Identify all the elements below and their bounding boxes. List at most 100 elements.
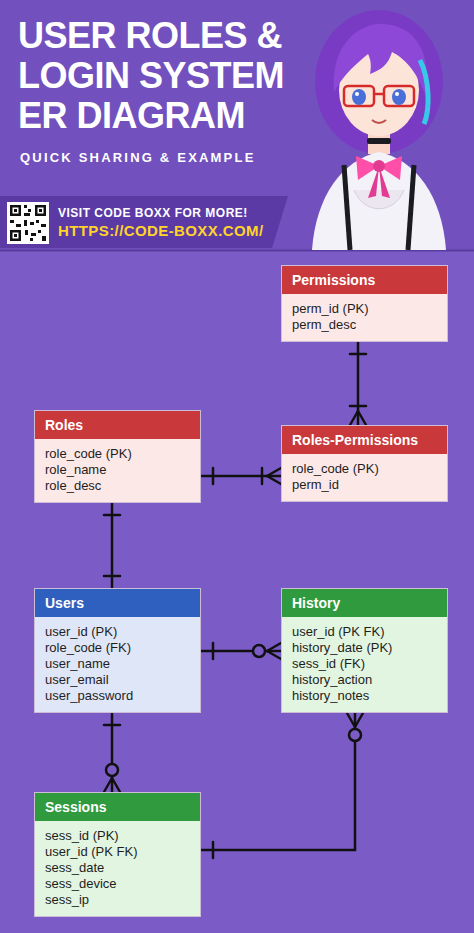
qr-code-part bbox=[14, 234, 17, 237]
qr-code-part bbox=[10, 205, 21, 216]
cardinality-mark bbox=[350, 411, 358, 425]
qr-code-part bbox=[25, 230, 28, 235]
relationship-line bbox=[201, 468, 281, 484]
cardinality-mark bbox=[350, 405, 366, 408]
table-field: role_code (FK) bbox=[45, 640, 131, 656]
qr-code-part bbox=[31, 233, 36, 236]
qr-code-part bbox=[42, 236, 46, 241]
cardinality-mark bbox=[104, 514, 120, 517]
cardinality-mark bbox=[261, 468, 264, 484]
qr-code-part bbox=[28, 209, 31, 212]
relationship-line bbox=[350, 342, 366, 425]
qr-code-part bbox=[13, 233, 19, 239]
anime-illustration-part bbox=[367, 138, 391, 144]
cardinality-mark bbox=[106, 764, 118, 776]
anime-illustration-part bbox=[352, 89, 366, 105]
table-field: sess_device bbox=[45, 876, 117, 892]
cardinality-mark bbox=[267, 468, 281, 476]
entity-table: Sessionssess_id (PK)user_id (PK FK)sess_… bbox=[34, 792, 201, 917]
qr-code-part bbox=[36, 220, 39, 223]
relationship-path bbox=[201, 713, 355, 850]
qr-code-part bbox=[24, 205, 27, 208]
table-field: perm_id bbox=[292, 477, 339, 493]
anime-illustration-part bbox=[315, 10, 443, 154]
qr-code-part bbox=[24, 213, 30, 216]
relationship-line bbox=[201, 713, 363, 858]
qr-code-part bbox=[10, 220, 14, 223]
table-field: role_desc bbox=[45, 478, 101, 494]
field-list: role_code (PK)role_namerole_desc bbox=[35, 439, 200, 502]
table-field: history_date (PK) bbox=[292, 640, 392, 656]
relationship-line bbox=[201, 643, 281, 659]
subtitle: QUICK SHARING & EXAMPLE bbox=[20, 150, 256, 165]
table-field: sess_id (FK) bbox=[292, 656, 365, 672]
website-url: HTTPS://CODE-BOXX.COM/ bbox=[58, 222, 263, 239]
anime-illustration-part bbox=[373, 160, 385, 172]
cardinality-mark bbox=[212, 842, 215, 858]
qr-code-part bbox=[30, 222, 34, 225]
anime-illustration bbox=[284, 0, 474, 250]
qr-code-part bbox=[38, 208, 44, 214]
header-ground bbox=[0, 0, 474, 250]
qr-code-part bbox=[41, 224, 46, 227]
cardinality-mark bbox=[112, 778, 120, 792]
anime-illustration-part bbox=[420, 60, 428, 124]
anime-illustration-part bbox=[355, 92, 359, 96]
table-field: user_name bbox=[45, 656, 110, 672]
field-list: sess_id (PK)user_id (PK FK)sess_datesess… bbox=[35, 821, 200, 916]
table-name: Permissions bbox=[282, 266, 447, 294]
cardinality-mark bbox=[104, 778, 112, 792]
entity-table: Usersuser_id (PK)role_code (FK)user_name… bbox=[34, 588, 201, 713]
table-field: sess_id (PK) bbox=[45, 828, 119, 844]
anime-illustration-part bbox=[395, 92, 399, 96]
anime-illustration-part bbox=[344, 86, 374, 106]
table-field: perm_desc bbox=[292, 317, 356, 333]
qr-code-part bbox=[10, 230, 21, 241]
table-field: sess_date bbox=[45, 860, 104, 876]
cardinality-mark bbox=[355, 713, 363, 727]
qr-code-part bbox=[39, 209, 42, 212]
table-field: history_action bbox=[292, 672, 372, 688]
entity-table: Historyuser_id (PK FK)history_date (PK)s… bbox=[281, 588, 448, 713]
body-ground bbox=[0, 251, 474, 933]
anime-illustration-part bbox=[408, 165, 414, 250]
cardinality-mark bbox=[267, 651, 281, 659]
qr-code-part bbox=[13, 208, 19, 214]
anime-illustration-part bbox=[372, 120, 386, 123]
table-field: role_code (PK) bbox=[292, 461, 379, 477]
table-field: role_name bbox=[45, 462, 106, 478]
relationship-line bbox=[104, 503, 120, 588]
field-list: user_id (PK)role_code (FK)user_nameuser_… bbox=[35, 617, 200, 712]
table-field: sess_ip bbox=[45, 892, 89, 908]
qr-code-part bbox=[38, 230, 41, 233]
anime-illustration-part bbox=[344, 165, 350, 250]
qr-code-part bbox=[16, 224, 21, 227]
qr-code-part bbox=[30, 238, 33, 241]
qr-code-part bbox=[24, 220, 27, 226]
field-list: perm_id (PK)perm_desc bbox=[282, 294, 447, 341]
cardinality-mark bbox=[104, 724, 120, 727]
table-field: role_code (PK) bbox=[45, 446, 132, 462]
anime-illustration-part bbox=[354, 190, 404, 209]
entity-table: Roles-Permissionsrole_code (PK)perm_id bbox=[281, 425, 448, 502]
table-field: user_password bbox=[45, 688, 133, 704]
cardinality-mark bbox=[267, 476, 281, 484]
anime-illustration-part bbox=[392, 89, 406, 105]
relationship-line bbox=[104, 713, 120, 792]
diagram-title: USER ROLES & LOGIN SYSTEM ER DIAGRAM bbox=[18, 16, 318, 136]
cardinality-mark bbox=[350, 353, 366, 356]
cardinality-mark bbox=[358, 411, 366, 425]
cardinality-mark bbox=[253, 645, 265, 657]
table-name: History bbox=[282, 589, 447, 617]
cardinality-mark bbox=[104, 575, 120, 578]
field-list: user_id (PK FK)history_date (PK)sess_id … bbox=[282, 617, 447, 712]
field-list: role_code (PK)perm_id bbox=[282, 454, 447, 501]
table-field: user_email bbox=[45, 672, 109, 688]
cardinality-mark bbox=[212, 468, 215, 484]
table-name: Sessions bbox=[35, 793, 200, 821]
cardinality-mark bbox=[267, 643, 281, 651]
qr-code bbox=[7, 202, 49, 244]
table-name: Users bbox=[35, 589, 200, 617]
table-name: Roles bbox=[35, 411, 200, 439]
